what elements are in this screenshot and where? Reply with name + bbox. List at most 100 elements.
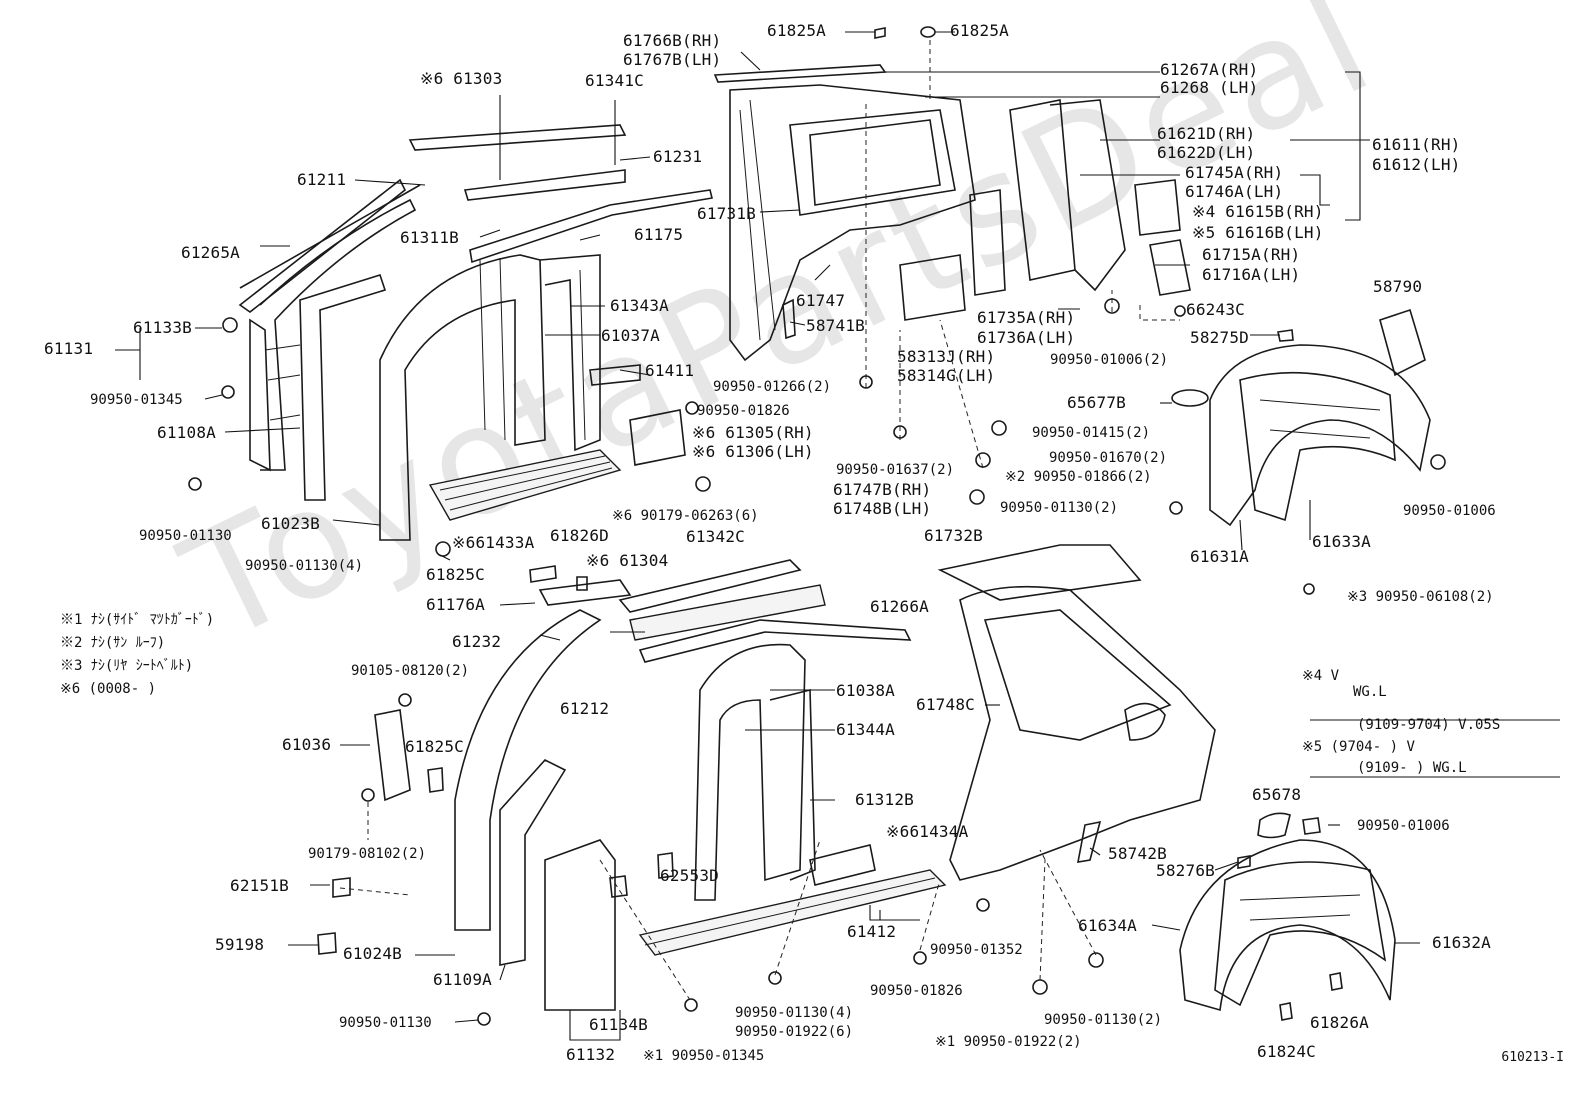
label-61231: 61231 <box>653 147 703 166</box>
note-3: ※3 ﾅｼ(ﾘﾔ ｼｰﾄﾍﾞﾙﾄ) <box>60 658 194 674</box>
label-61825c-a: 61825C <box>426 565 485 584</box>
label-90950-01130-4b: 90950-01130(4) <box>735 1005 854 1021</box>
label-90950-01826-a: 90950-01826 <box>697 403 790 419</box>
label-90950-01006-2: 90950-01006(2) <box>1050 352 1169 368</box>
label-61265a: 61265A <box>181 243 240 262</box>
label-90950-01006-b: 90950-01006 <box>1403 503 1496 519</box>
label-61304: ※6 61304 <box>586 551 669 570</box>
label-58742b: 58742B <box>1108 844 1167 863</box>
label-61748b: 61748B(LH) <box>833 499 932 518</box>
label-90950-01922-2: ※1 90950-01922(2) <box>935 1034 1082 1050</box>
label-61716a: 61716A(LH) <box>1202 265 1301 284</box>
label-61342c: 61342C <box>686 527 745 546</box>
label-61038a: 61038A <box>836 681 895 700</box>
quarter-panel-upper-group <box>713 26 1446 595</box>
label-61615b: ※4 61615B(RH) <box>1192 202 1324 221</box>
label-61108a: 61108A <box>157 423 216 442</box>
label-61306: ※6 61306(LH) <box>692 442 814 461</box>
label-61133b: 61133B <box>133 318 192 337</box>
label-61175: 61175 <box>634 225 684 244</box>
label-90950-01866: ※2 90950-01866(2) <box>1005 469 1152 485</box>
document-id: 610213-I <box>1501 1050 1564 1065</box>
label-61036: 61036 <box>282 735 332 754</box>
label-90179-06263: ※6 90179-06263(6) <box>612 508 759 524</box>
label-90950-01130-b: 90950-01130 <box>339 1015 432 1031</box>
label-58741b: 58741B <box>806 316 865 335</box>
wheel-house-lower-group <box>1179 839 1396 1021</box>
label-65678: 65678 <box>1252 785 1302 804</box>
label-61434a: ※661434A <box>886 822 969 841</box>
label-61611: 61611(RH) <box>1372 135 1461 154</box>
label-90950-01922-6: 90950-01922(6) <box>735 1024 854 1040</box>
label-61232: 61232 <box>452 632 502 651</box>
label-61825a-right: 61825A <box>950 21 1009 40</box>
label-59198: 59198 <box>215 935 265 954</box>
center-pillar-group <box>317 559 1104 1026</box>
label-90950-01415: 90950-01415(2) <box>1032 425 1151 441</box>
label-90950-01345-b: ※1 90950-01345 <box>643 1048 765 1064</box>
label-61612: 61612(LH) <box>1372 155 1461 174</box>
note-4-line1: ※4 V <box>1302 668 1340 684</box>
label-61715a: 61715A(RH) <box>1202 245 1301 264</box>
label-90950-01130-4a: 90950-01130(4) <box>245 558 364 574</box>
label-90950-01130-2b: 90950-01130(2) <box>1044 1012 1163 1028</box>
label-61735a: 61735A(RH) <box>977 308 1076 327</box>
label-61305: ※6 61305(RH) <box>692 423 814 442</box>
label-61745a: 61745A(RH) <box>1185 163 1284 182</box>
label-61344a: 61344A <box>836 720 895 739</box>
note-5-line3: (9109- ) WG.L <box>1357 760 1467 776</box>
label-61731b: 61731B <box>697 204 756 223</box>
label-61343a: 61343A <box>610 296 669 315</box>
label-61732b: 61732B <box>924 526 983 545</box>
label-90105-08120: 90105-08120(2) <box>351 663 470 679</box>
label-61622d: 61622D(LH) <box>1157 143 1256 162</box>
label-61109a: 61109A <box>433 970 492 989</box>
note-6: ※6 (0008- ) <box>60 681 157 697</box>
label-61312b: 61312B <box>855 790 914 809</box>
label-66243c: 66243C <box>1186 300 1245 319</box>
label-90950-01130-2a: 90950-01130(2) <box>1000 500 1119 516</box>
label-61826a: 61826A <box>1310 1013 1369 1032</box>
label-61433a: ※661433A <box>452 533 535 552</box>
label-61132: 61132 <box>566 1045 616 1064</box>
label-61825a-left: 61825A <box>767 21 826 40</box>
label-61267a: 61267A(RH) <box>1160 60 1259 79</box>
label-90950-01670: 90950-01670(2) <box>1049 450 1168 466</box>
label-90950-01006-c: 90950-01006 <box>1357 818 1450 834</box>
label-61736a: 61736A(LH) <box>977 328 1076 347</box>
note-5-line1: (9109-9704) V.05S <box>1357 717 1501 733</box>
label-58790: 58790 <box>1373 277 1423 296</box>
note-5-line2: ※5 (9704- ) V <box>1302 739 1415 755</box>
note-1: ※1 ﾅｼ(ｻｲﾄﾞ ﾏﾂﾄｶﾞｰﾄﾞ) <box>60 612 215 628</box>
label-58276b: 58276B <box>1156 861 1215 880</box>
label-90950-01130-a: 90950-01130 <box>139 528 232 544</box>
label-61176a: 61176A <box>426 595 485 614</box>
label-61311b: 61311B <box>400 228 459 247</box>
label-61412: 61412 <box>847 922 897 941</box>
label-61211: 61211 <box>297 170 347 189</box>
label-65677b: 65677B <box>1067 393 1126 412</box>
label-90950-01637: 90950-01637(2) <box>836 462 955 478</box>
label-61825c-b: 61825C <box>405 737 464 756</box>
label-90950-01826-b: 90950-01826 <box>870 983 963 999</box>
label-58275d: 58275D <box>1190 328 1249 347</box>
label-61023b: 61023B <box>261 514 320 533</box>
label-61747b: 61747B(RH) <box>833 480 932 499</box>
label-61634a: 61634A <box>1078 916 1137 935</box>
label-61303: ※6 61303 <box>420 69 503 88</box>
wheel-house-upper-group <box>1209 344 1431 527</box>
label-61767b: 61767B(LH) <box>623 50 722 69</box>
label-61037a: 61037A <box>601 326 660 345</box>
label-61621d: 61621D(RH) <box>1157 124 1256 143</box>
label-58314g: 58314G(LH) <box>897 366 996 385</box>
label-90950-06108: ※3 90950-06108(2) <box>1347 589 1494 605</box>
label-61411: 61411 <box>645 361 695 380</box>
label-62553d: 62553D <box>660 866 719 885</box>
label-61134b: 61134B <box>589 1015 648 1034</box>
label-61766b: 61766B(RH) <box>623 31 722 50</box>
label-61748c: 61748C <box>916 695 975 714</box>
label-61747: 61747 <box>796 291 846 310</box>
label-61824c: 61824C <box>1257 1042 1316 1061</box>
label-90179-08102: 90179-08102(2) <box>308 846 427 862</box>
